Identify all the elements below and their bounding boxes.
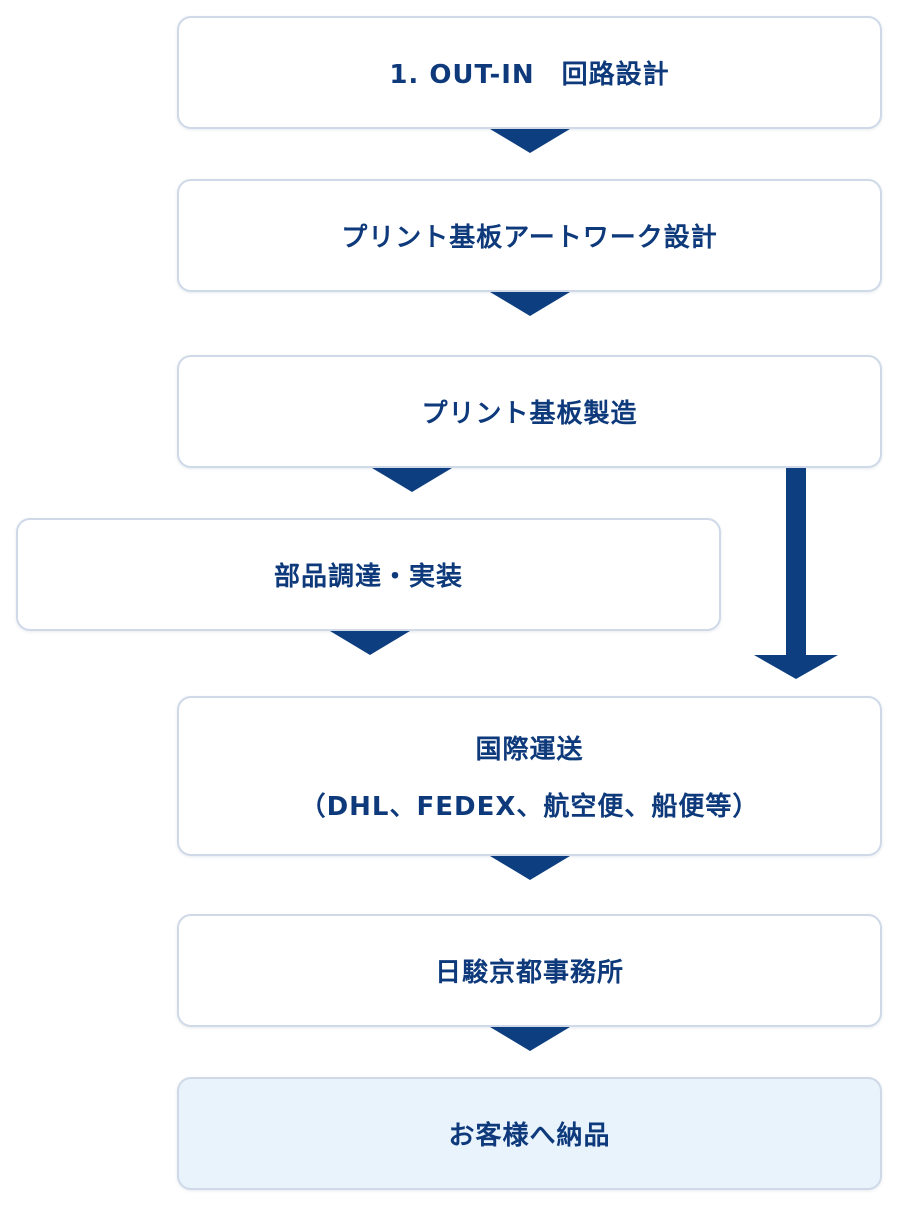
bypass-arrow-shaft — [786, 468, 806, 656]
step-parts-procurement-assembly: 部品調達・実装 — [16, 518, 721, 631]
step-international-shipping: 国際運送 （DHL、FEDEX、航空便、船便等） — [177, 696, 882, 856]
step-label: 国際運送 — [475, 735, 584, 765]
step-kyoto-office: 日駿京都事務所 — [177, 914, 882, 1027]
step-label: 日駿京都事務所 — [434, 958, 624, 988]
step-label: お客様へ納品 — [448, 1121, 611, 1151]
step-label: プリント基板製造 — [421, 399, 638, 429]
step-pcb-manufacturing: プリント基板製造 — [177, 355, 882, 468]
down-arrow-icon — [490, 1027, 570, 1051]
down-arrow-icon — [490, 129, 570, 153]
step-sublabel: （DHL、FEDEX、航空便、船便等） — [299, 792, 760, 822]
down-arrow-icon — [330, 631, 410, 655]
down-arrow-icon — [490, 292, 570, 316]
step-circuit-design: 1. OUT-IN 回路設計 — [177, 16, 882, 129]
step-label: プリント基板アートワーク設計 — [341, 223, 718, 253]
down-arrow-icon — [490, 856, 570, 880]
step-delivery-to-customer: お客様へ納品 — [177, 1077, 882, 1190]
bypass-arrow-head-icon — [754, 655, 838, 679]
step-pcb-artwork-design: プリント基板アートワーク設計 — [177, 179, 882, 292]
step-label: 部品調達・実装 — [273, 562, 463, 592]
down-arrow-icon — [372, 468, 452, 492]
step-label: 1. OUT-IN 回路設計 — [389, 60, 670, 90]
